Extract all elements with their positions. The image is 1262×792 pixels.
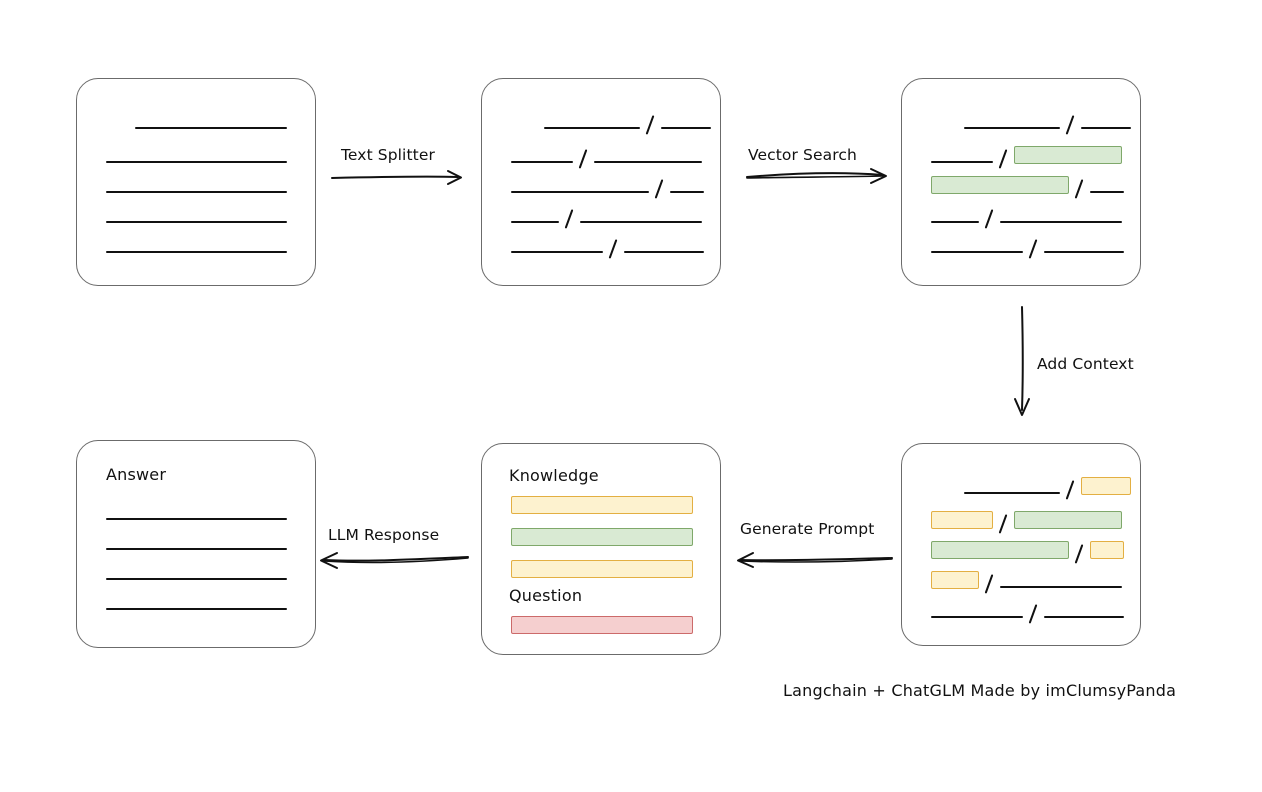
chunk-separator-slash xyxy=(1028,604,1038,624)
node-prompt[interactable]: Knowledge Question xyxy=(481,443,721,655)
text-line xyxy=(511,191,649,193)
text-line xyxy=(1044,616,1124,618)
text-line xyxy=(106,251,287,253)
text-line xyxy=(1081,127,1131,129)
answer-line-2 xyxy=(106,548,287,550)
text-line xyxy=(1044,251,1124,253)
text-line xyxy=(931,616,1023,618)
text-line xyxy=(511,221,559,223)
text-line xyxy=(624,251,704,253)
answer-line-1 xyxy=(106,518,287,520)
edge-label-text-splitter: Text Splitter xyxy=(341,146,435,164)
highlight-chunk-yellow xyxy=(1081,477,1131,495)
chunk-separator-slash xyxy=(984,209,994,229)
node-matched-chunks[interactable] xyxy=(901,78,1141,286)
chunk-separator-slash xyxy=(608,239,618,259)
knowledge-bar-2 xyxy=(511,528,693,546)
node-matched-chunks-rows xyxy=(902,79,1140,285)
edge-arrow-generate-prompt xyxy=(737,552,893,568)
answer-label: Answer xyxy=(106,465,167,484)
text-line xyxy=(931,161,993,163)
text-line xyxy=(580,221,702,223)
answer-line-4 xyxy=(106,608,287,610)
text-line xyxy=(964,492,1060,494)
chunk-separator-slash xyxy=(1065,480,1075,500)
answer-line-3 xyxy=(106,578,287,580)
highlight-chunk-green xyxy=(1014,146,1122,164)
node-context-chunks[interactable] xyxy=(901,443,1141,646)
knowledge-label: Knowledge xyxy=(509,466,599,485)
chunk-separator-slash xyxy=(998,149,1008,169)
highlight-chunk-yellow xyxy=(931,571,979,589)
node-source-document[interactable] xyxy=(76,78,316,286)
chunk-separator-slash xyxy=(578,149,588,169)
chunk-separator-slash xyxy=(564,209,574,229)
knowledge-bar-1 xyxy=(511,496,693,514)
text-line xyxy=(1000,586,1122,588)
edge-arrow-llm-response xyxy=(320,552,469,569)
text-line xyxy=(106,191,287,193)
text-line xyxy=(964,127,1060,129)
text-line xyxy=(106,221,287,223)
edge-arrow-text-splitter xyxy=(331,170,462,185)
highlight-chunk-green xyxy=(1014,511,1122,529)
edge-label-generate-prompt: Generate Prompt xyxy=(740,520,875,538)
text-line xyxy=(594,161,702,163)
edge-arrow-vector-search xyxy=(746,168,887,184)
knowledge-bar-3 xyxy=(511,560,693,578)
footer-credit: Langchain + ChatGLM Made by imClumsyPand… xyxy=(783,681,1177,700)
chunk-separator-slash xyxy=(1074,179,1084,199)
text-line xyxy=(670,191,704,193)
node-split-chunks-rows xyxy=(482,79,720,285)
text-line xyxy=(544,127,640,129)
text-line xyxy=(135,127,287,129)
node-answer[interactable]: Answer xyxy=(76,440,316,648)
edge-label-vector-search: Vector Search xyxy=(748,146,857,164)
text-line xyxy=(1000,221,1122,223)
question-bar-1 xyxy=(511,616,693,634)
question-label: Question xyxy=(509,586,583,605)
node-split-chunks[interactable] xyxy=(481,78,721,286)
chunk-separator-slash xyxy=(1028,239,1038,259)
chunk-separator-slash xyxy=(654,179,664,199)
chunk-separator-slash xyxy=(1074,544,1084,564)
chunk-separator-slash xyxy=(998,514,1008,534)
edge-arrow-add-context xyxy=(1014,306,1030,416)
chunk-separator-slash xyxy=(1065,115,1075,135)
node-source-document-rows xyxy=(77,79,315,285)
chunk-separator-slash xyxy=(984,574,994,594)
text-line xyxy=(511,161,573,163)
highlight-chunk-green xyxy=(931,541,1069,559)
text-line xyxy=(931,251,1023,253)
text-line xyxy=(511,251,603,253)
text-line xyxy=(106,161,287,163)
highlight-chunk-yellow xyxy=(931,511,993,529)
edge-label-llm-response: LLM Response xyxy=(328,526,440,544)
text-line xyxy=(931,221,979,223)
text-line xyxy=(661,127,711,129)
highlight-chunk-yellow xyxy=(1090,541,1124,559)
chunk-separator-slash xyxy=(645,115,655,135)
text-line xyxy=(1090,191,1124,193)
highlight-chunk-green xyxy=(931,176,1069,194)
node-context-chunks-rows xyxy=(902,444,1140,645)
edge-label-add-context: Add Context xyxy=(1037,355,1134,373)
